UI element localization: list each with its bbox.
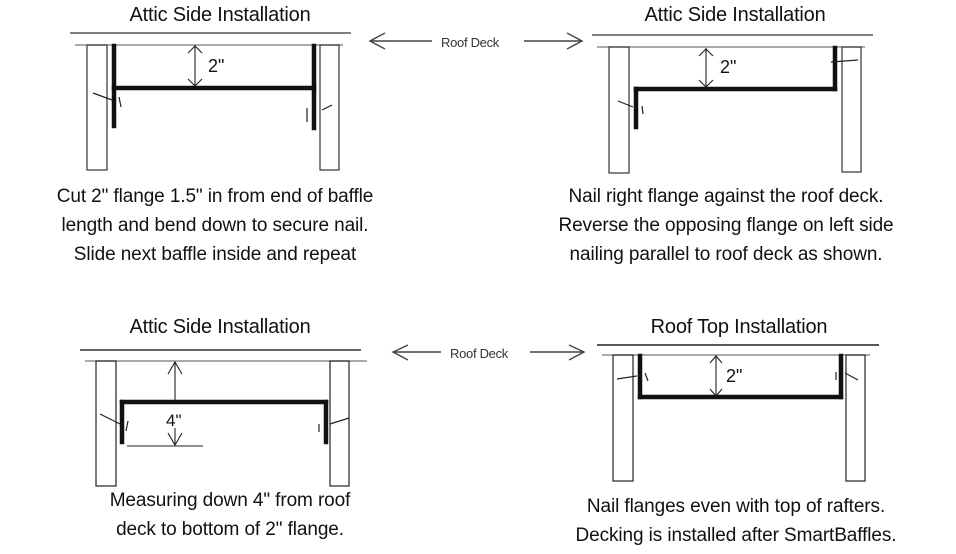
rafter-left	[95, 360, 117, 487]
roof-deck-arrow-top	[368, 32, 584, 50]
panel-4-title: Roof Top Installation	[650, 316, 828, 338]
nail-icon	[616, 372, 859, 382]
baffle	[119, 399, 329, 445]
panel-3-diagram: 4"	[80, 349, 367, 487]
rafter-right	[319, 44, 340, 171]
roof-deck-label-bottom: Roof Deck	[450, 346, 508, 361]
dimension-label: 4"	[166, 411, 182, 430]
dimension-label: 2"	[208, 56, 224, 76]
panel-2-title: Attic Side Installation	[644, 4, 826, 26]
rafter-left	[612, 354, 634, 482]
caption-line: Measuring down 4" from roof	[109, 490, 351, 511]
dimension-arrow	[127, 360, 203, 447]
caption-line: Reverse the opposing flange on left side	[558, 215, 894, 236]
panel-1-diagram: 2"	[70, 32, 351, 171]
dimension-label: 2"	[720, 57, 736, 77]
arrow-left-icon	[391, 344, 441, 361]
rafter-right	[841, 46, 862, 173]
caption-line: deck to bottom of 2" flange.	[116, 519, 344, 540]
panel-1-title: Attic Side Installation	[129, 4, 311, 26]
panel-1-caption: Cut 2" flange 1.5" in from end of baffle…	[0, 182, 430, 269]
panel-4-caption: Nail flanges even with top of rafters. D…	[516, 492, 956, 550]
rafter-left	[608, 46, 630, 174]
caption-line: length and bend down to secure nail.	[61, 215, 369, 236]
nail-icon	[92, 92, 333, 122]
baffle	[637, 353, 844, 400]
rafter-left	[86, 44, 108, 171]
dimension-arrow	[709, 355, 723, 397]
panel-2-caption: Nail right flange against the roof deck.…	[506, 182, 946, 269]
arrow-left-icon	[368, 32, 432, 50]
caption-line: Nail right flange against the roof deck.	[568, 186, 884, 207]
panel-4-diagram: 2"	[597, 344, 879, 482]
baffle	[633, 45, 838, 130]
baffle	[111, 43, 317, 131]
dimension-label: 2"	[726, 366, 742, 386]
nail-icon	[99, 413, 350, 432]
dimension-arrow	[698, 48, 714, 88]
panel-2-diagram: 2"	[592, 34, 873, 174]
arrow-right-icon	[530, 344, 586, 361]
roof-deck-label-top: Roof Deck	[441, 35, 499, 50]
caption-line: Nail flanges even with top of rafters.	[586, 496, 886, 517]
caption-line: Slide next baffle inside and repeat	[73, 244, 357, 265]
caption-line: Cut 2" flange 1.5" in from end of baffle	[56, 186, 374, 207]
rafter-right	[845, 354, 866, 482]
nail-icon	[617, 59, 859, 115]
panel-3-title: Attic Side Installation	[129, 316, 311, 338]
roof-deck-arrow-bottom	[391, 344, 586, 361]
arrow-right-icon	[524, 32, 584, 50]
panel-3-caption: Measuring down 4" from roof deck to bott…	[40, 486, 420, 544]
caption-line: nailing parallel to roof deck as shown.	[569, 244, 883, 265]
dimension-arrow	[187, 45, 203, 87]
caption-line: Decking is installed after SmartBaffles.	[575, 525, 897, 546]
